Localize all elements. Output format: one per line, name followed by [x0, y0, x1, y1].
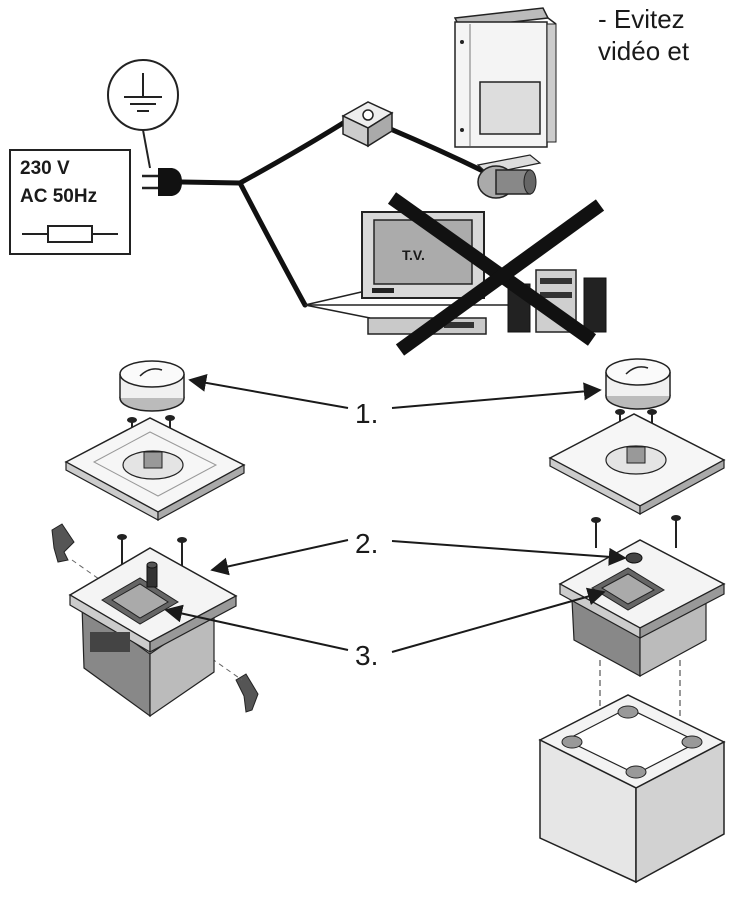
guide-lines-right [599, 660, 681, 730]
screws-right-mid [591, 515, 681, 548]
switch-box-icon [341, 101, 394, 148]
callout-2-label: 2. [355, 528, 378, 559]
callout-3: 3. [164, 587, 606, 671]
mounting-claw-left-top-icon [51, 523, 75, 563]
warning-text-line1: - Evitez [598, 4, 685, 34]
fuse-icon [22, 225, 118, 243]
power-cables [179, 117, 520, 319]
callout-2: 2. [210, 528, 627, 576]
fan-motor-icon [476, 154, 542, 199]
junction-box-right [538, 694, 726, 884]
callout-3-label: 3. [355, 640, 378, 671]
cover-plate-left [64, 417, 246, 522]
supply-box: 230 V AC 50Hz [9, 149, 131, 255]
callout-1: 1. [188, 373, 602, 429]
plug-icon [142, 168, 182, 196]
prohibited-cross-icon [387, 192, 605, 356]
callout-1-label: 1. [355, 398, 378, 429]
supply-voltage-label: 230 V [20, 158, 70, 179]
dimmer-module-left [68, 547, 238, 718]
earth-ground-icon [107, 59, 179, 169]
supply-frequency-label: AC 50Hz [20, 186, 97, 207]
screws-left-mid [117, 534, 187, 568]
ventilation-unit-icon [453, 7, 557, 148]
dimmer-module-right [558, 539, 726, 678]
tv-label: T.V. [402, 247, 425, 263]
knob-cap-right [605, 358, 671, 410]
knob-cap-left [119, 360, 185, 412]
cover-plate-right [548, 413, 726, 516]
warning-text-line2: vidéo et [598, 36, 690, 66]
mounting-claw-left-bottom-icon [235, 673, 259, 713]
